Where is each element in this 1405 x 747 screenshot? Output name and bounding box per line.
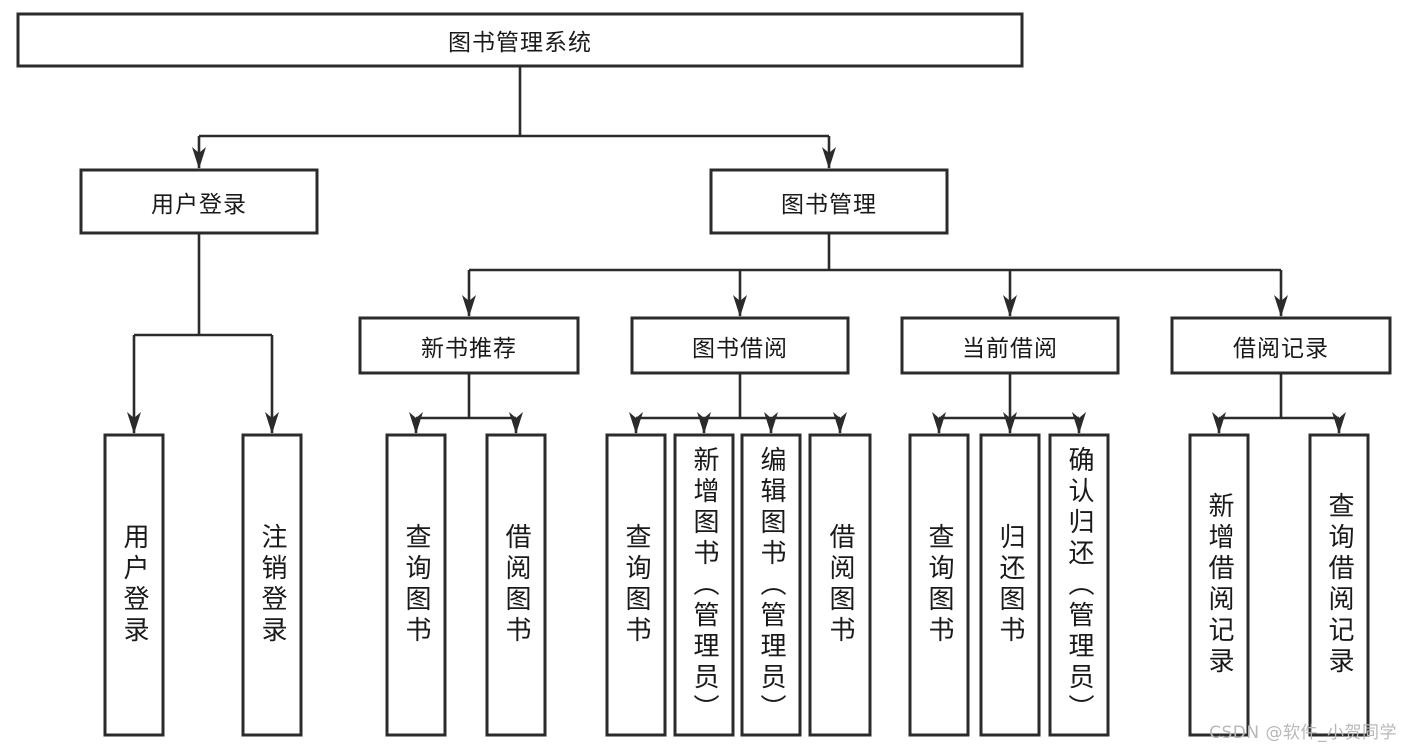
node-book-manage bbox=[709, 168, 949, 235]
node-leaf-query-record bbox=[1308, 433, 1370, 737]
node-leaf-user-login bbox=[103, 433, 165, 737]
connector-arrowheads bbox=[127, 147, 1346, 434]
node-borrow-record bbox=[1170, 316, 1392, 375]
node-new-book-rec bbox=[358, 316, 580, 375]
node-user-login bbox=[79, 168, 319, 235]
node-boxes bbox=[16, 12, 1392, 737]
node-current-borrow bbox=[900, 316, 1120, 375]
node-leaf-return-book bbox=[979, 433, 1041, 737]
node-leaf-query-book-1 bbox=[385, 433, 447, 737]
node-root bbox=[16, 12, 1024, 68]
node-leaf-query-book-3 bbox=[908, 433, 970, 737]
node-leaf-add-record bbox=[1188, 433, 1250, 737]
node-leaf-logout bbox=[241, 433, 303, 737]
node-leaf-confirm-return bbox=[1048, 433, 1110, 737]
node-leaf-borrow-book-2 bbox=[808, 433, 872, 737]
node-leaf-add-book bbox=[673, 433, 735, 737]
node-book-borrow bbox=[630, 316, 850, 375]
node-leaf-borrow-book-1 bbox=[485, 433, 547, 737]
csdn-watermark: CSDN @软件_小贺同学 bbox=[1209, 723, 1397, 743]
node-leaf-query-book-2 bbox=[605, 433, 667, 737]
node-leaf-edit-book bbox=[740, 433, 802, 737]
connector-lines bbox=[132, 66, 1341, 433]
